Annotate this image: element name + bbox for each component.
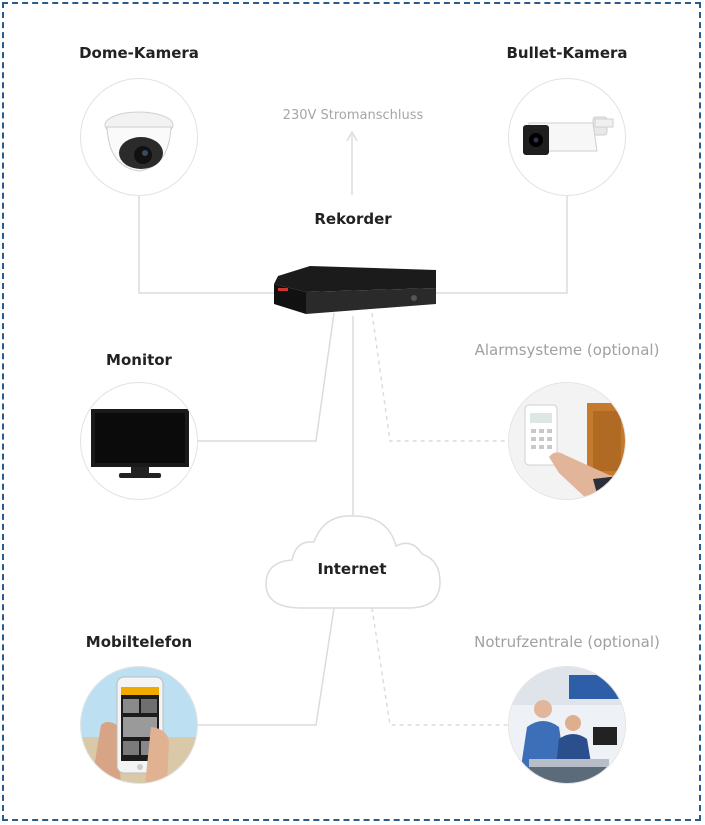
emergency-label: Notrufzentrale (optional) bbox=[474, 633, 660, 651]
power-label: 230V Stromanschluss bbox=[282, 108, 424, 123]
mobile-circle bbox=[80, 666, 198, 784]
bullet-line bbox=[435, 196, 568, 294]
call-center-icon bbox=[509, 667, 625, 783]
dome-camera-icon bbox=[104, 111, 174, 172]
internet-label: Internet bbox=[317, 560, 387, 578]
bullet-camera-circle bbox=[508, 78, 626, 196]
monitor-label: Monitor bbox=[106, 351, 172, 369]
monitor-icon bbox=[91, 409, 189, 478]
monitor-circle bbox=[80, 382, 198, 500]
dome-camera-circle bbox=[80, 78, 198, 196]
alarm-keypad-icon bbox=[509, 383, 625, 499]
alarm-circle bbox=[508, 382, 626, 500]
cloud-icon bbox=[265, 515, 441, 609]
emergency-dashed-line bbox=[371, 607, 508, 726]
alarm-label: Alarmsysteme (optional) bbox=[474, 341, 660, 359]
bullet-camera-icon bbox=[523, 116, 614, 155]
dome-camera-label: Dome-Kamera bbox=[79, 44, 199, 62]
alarm-dashed-line bbox=[371, 312, 508, 442]
emergency-circle bbox=[508, 666, 626, 784]
dome-line bbox=[138, 196, 275, 294]
power-arrowhead bbox=[346, 130, 358, 142]
mobile-line bbox=[196, 607, 335, 726]
smartphone-icon bbox=[81, 667, 197, 783]
bullet-camera-label: Bullet-Kamera bbox=[506, 44, 628, 62]
monitor-line bbox=[196, 312, 335, 442]
recorder-icon bbox=[274, 266, 436, 314]
recorder-label: Rekorder bbox=[314, 210, 392, 228]
mobile-label: Mobiltelefon bbox=[85, 633, 193, 651]
